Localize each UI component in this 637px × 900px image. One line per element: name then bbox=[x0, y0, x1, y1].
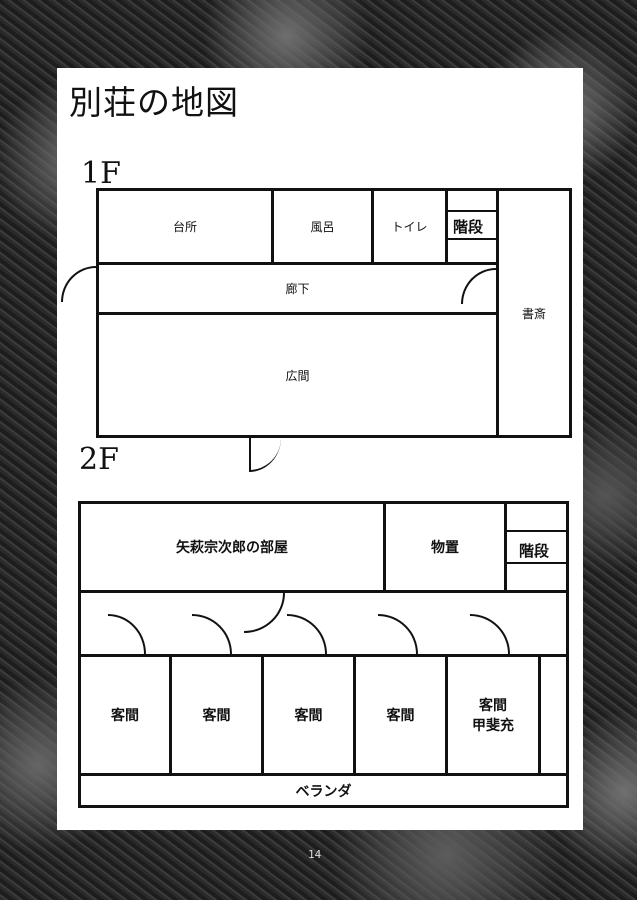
floor-1-label: 1F bbox=[81, 156, 121, 191]
stair-step bbox=[445, 238, 499, 241]
veranda-label: ベランダ bbox=[295, 783, 352, 800]
room-guest-1-label: 客間 bbox=[111, 708, 139, 724]
stairs-2f bbox=[504, 501, 569, 593]
room-guest-4: 客間 bbox=[353, 654, 448, 776]
room-guest-4-label: 客間 bbox=[386, 708, 415, 724]
stairs-2f-label: 階段 bbox=[517, 540, 552, 561]
room-yahagi-label: 矢萩宗次郎の部屋 bbox=[176, 540, 288, 556]
room-guest-5-label-2: 甲斐充 bbox=[472, 718, 514, 734]
room-yahagi: 矢萩宗次郎の部屋 bbox=[78, 501, 386, 593]
room-living-label: 広間 bbox=[285, 368, 310, 383]
veranda: ベランダ bbox=[78, 773, 569, 808]
room-guest-5: 客間 甲斐充 bbox=[445, 654, 541, 776]
floor-2-label: 2F bbox=[79, 442, 119, 477]
room-guest-2-label: 客間 bbox=[202, 708, 231, 724]
room-storage-label: 物置 bbox=[431, 540, 459, 556]
page-title: 別荘の地図 bbox=[69, 83, 239, 122]
stair-step bbox=[445, 210, 499, 213]
hallway-1f-label: 廊下 bbox=[285, 282, 310, 296]
room-toilet-label: トイレ bbox=[391, 220, 428, 234]
room-guest-1: 客間 bbox=[78, 654, 172, 776]
room-living: 広間 bbox=[96, 312, 499, 438]
stair-step bbox=[504, 530, 569, 533]
stairs-1f-label: 階段 bbox=[451, 216, 486, 237]
room-kitchen: 台所 bbox=[96, 188, 274, 265]
hallway-1f: 廊下 bbox=[96, 262, 499, 315]
room-bath: 風呂 bbox=[271, 188, 374, 265]
room-toilet: トイレ bbox=[371, 188, 448, 265]
room-guest-3-label: 客間 bbox=[294, 708, 323, 724]
room-study-label: 書斎 bbox=[521, 306, 546, 321]
room-kitchen-label: 台所 bbox=[172, 220, 197, 234]
room-storage: 物置 bbox=[383, 501, 507, 593]
stair-step bbox=[504, 562, 569, 565]
room-guest-3: 客間 bbox=[261, 654, 356, 776]
page-number: 14 bbox=[308, 848, 322, 861]
room-guest-2: 客間 bbox=[169, 654, 264, 776]
room-guest-5-label-1: 客間 bbox=[479, 698, 507, 714]
room-bath-label: 風呂 bbox=[310, 220, 335, 234]
room-study: 書斎 bbox=[496, 188, 572, 438]
